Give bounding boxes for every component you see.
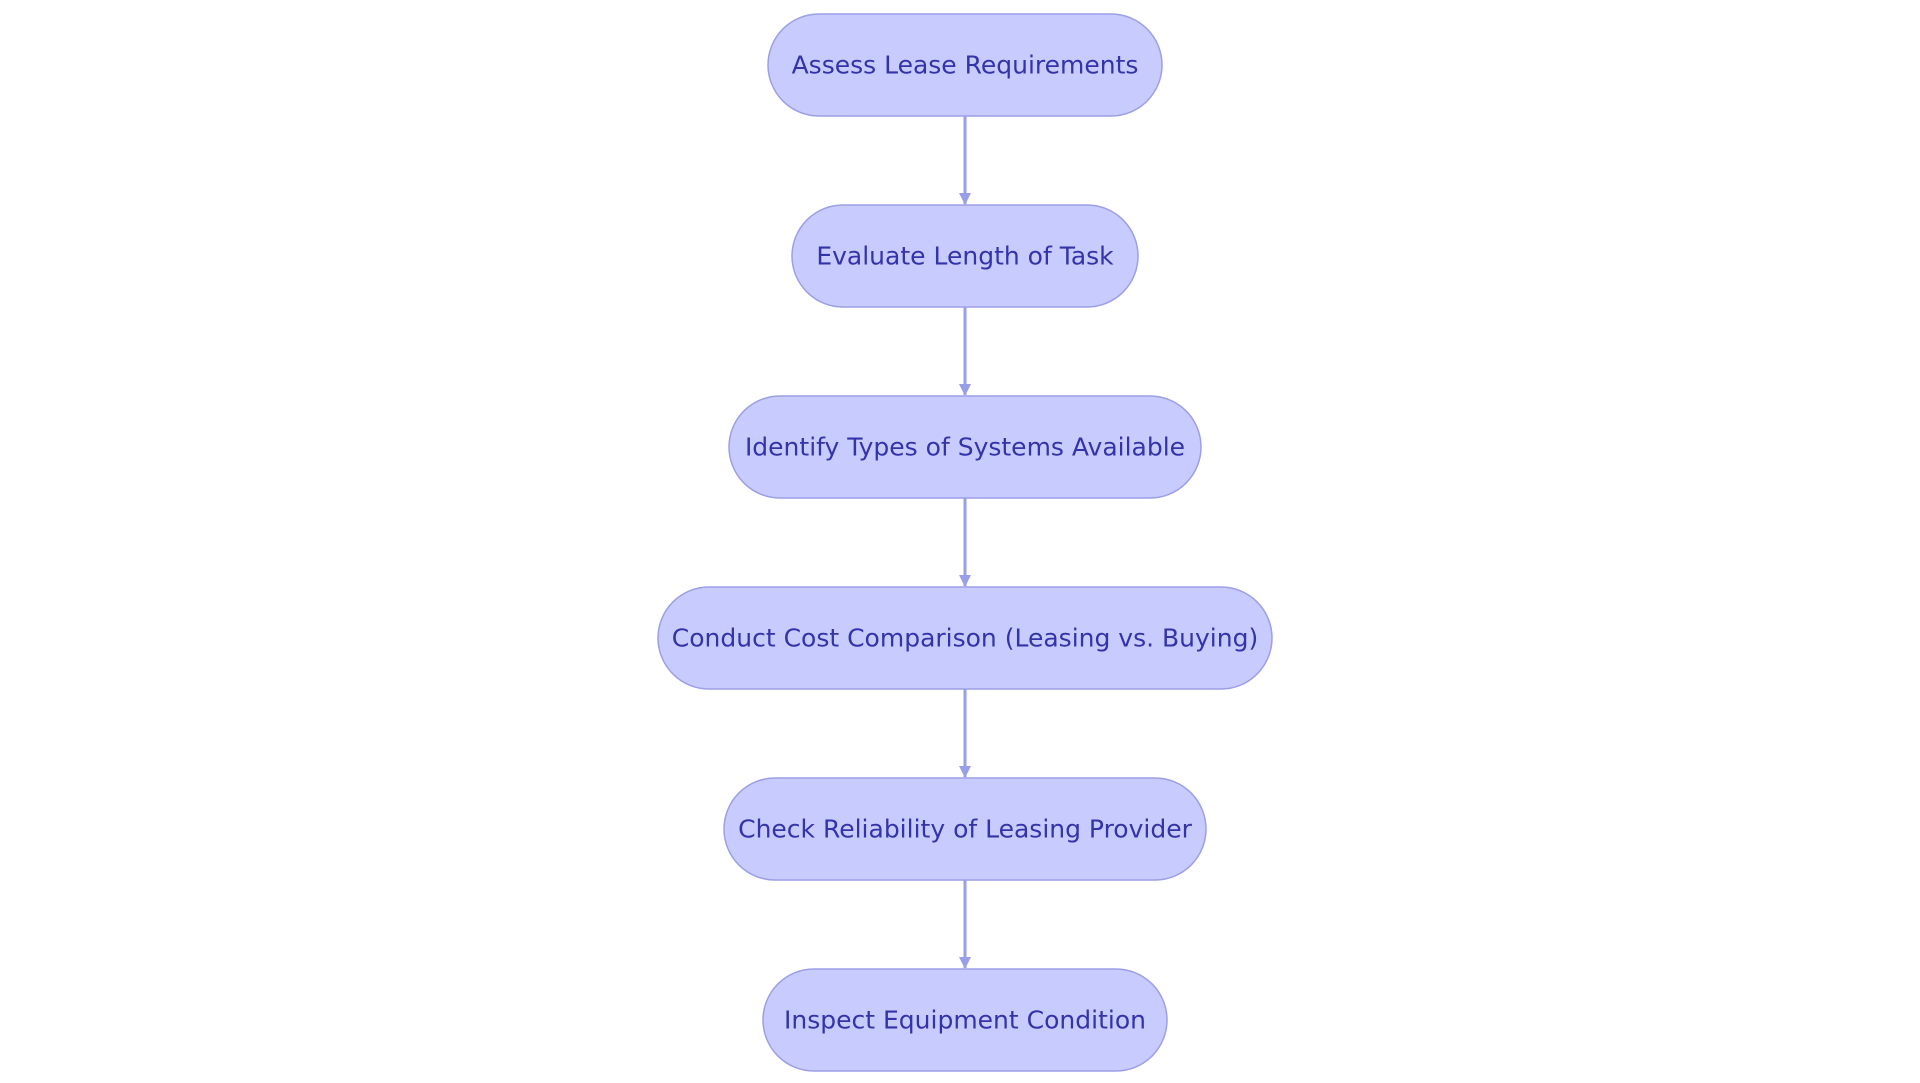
node-label: Assess Lease Requirements bbox=[792, 51, 1139, 80]
flow-node-inspect-equipment-condition[interactable]: Inspect Equipment Condition bbox=[762, 968, 1168, 1072]
flow-node-evaluate-length-of-task[interactable]: Evaluate Length of Task bbox=[791, 204, 1139, 308]
node-label: Inspect Equipment Condition bbox=[784, 1006, 1146, 1035]
node-label: Check Reliability of Leasing Provider bbox=[738, 815, 1192, 844]
flow-node-identify-types-of-systems[interactable]: Identify Types of Systems Available bbox=[728, 395, 1202, 499]
node-label: Evaluate Length of Task bbox=[816, 242, 1114, 271]
flow-node-conduct-cost-comparison[interactable]: Conduct Cost Comparison (Leasing vs. Buy… bbox=[657, 586, 1273, 690]
node-label: Conduct Cost Comparison (Leasing vs. Buy… bbox=[672, 624, 1258, 653]
node-label: Identify Types of Systems Available bbox=[745, 433, 1185, 462]
flow-node-check-reliability-of-provider[interactable]: Check Reliability of Leasing Provider bbox=[723, 777, 1207, 881]
nodes-layer: Assess Lease Requirements Evaluate Lengt… bbox=[657, 13, 1273, 1072]
flow-node-assess-lease-requirements[interactable]: Assess Lease Requirements bbox=[767, 13, 1163, 117]
